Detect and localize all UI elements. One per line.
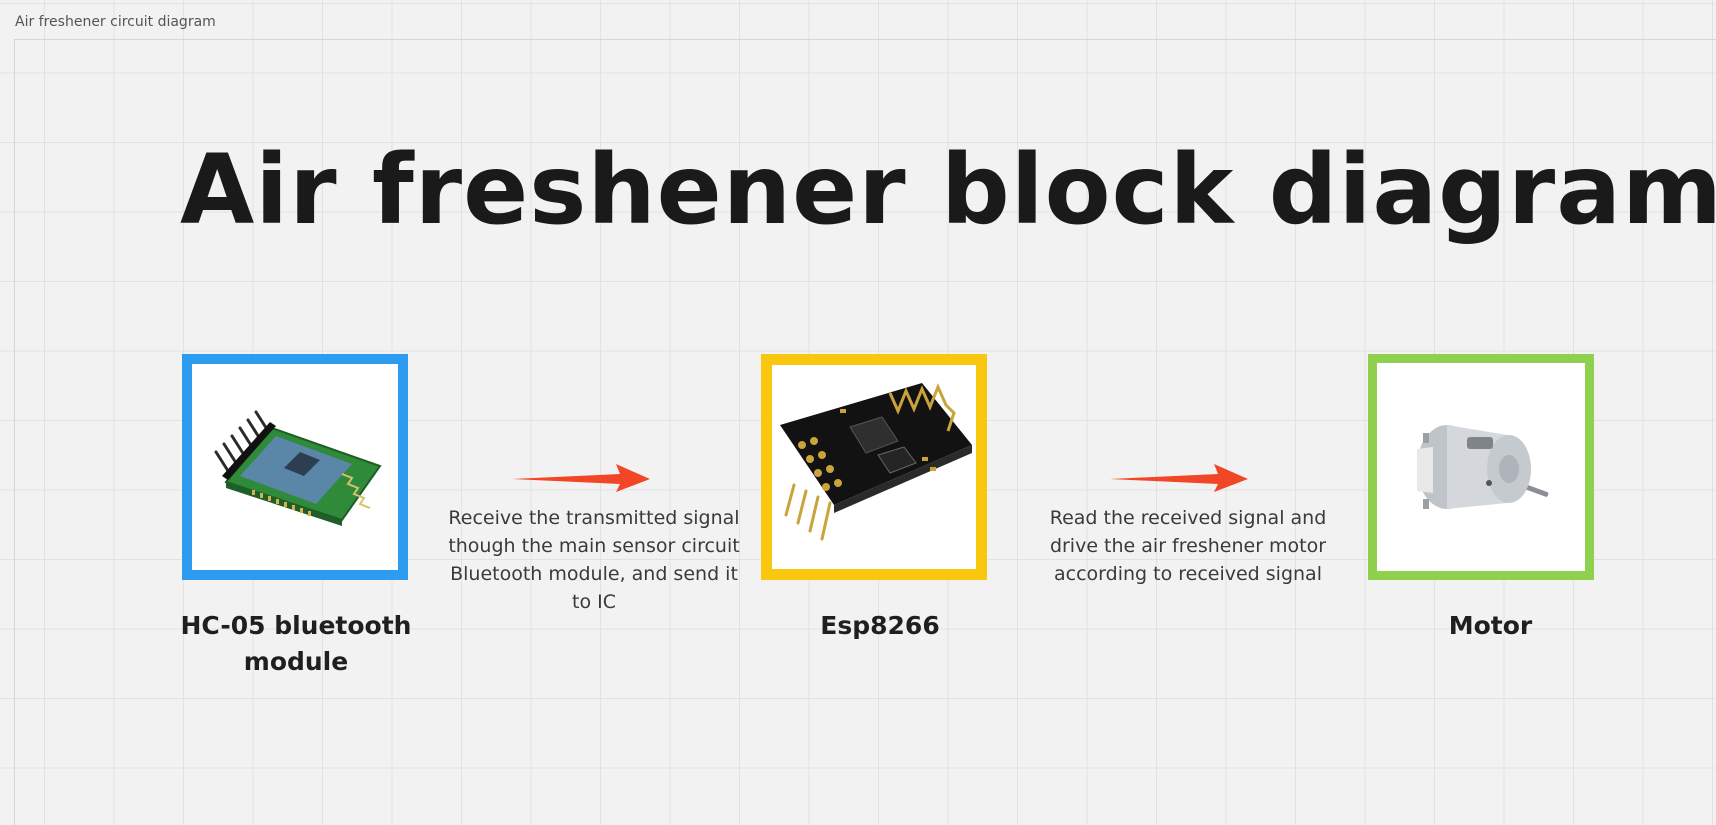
esp8266-module-image	[780, 383, 972, 541]
board-title[interactable]: Air freshener circuit diagram	[15, 14, 216, 30]
block-motor[interactable]	[1368, 354, 1594, 580]
dc-motor-image	[1417, 425, 1549, 509]
block-esp8266[interactable]	[761, 354, 987, 580]
connector-text-1[interactable]: Receive the transmitted signal though th…	[448, 507, 740, 613]
hc05-module-image	[214, 410, 382, 526]
frame-border-left	[14, 39, 15, 825]
connector-arrow-2[interactable]	[1110, 462, 1248, 494]
connector-text-2[interactable]: Read the received signal and drive the a…	[1049, 507, 1327, 585]
connector-arrow-1[interactable]	[512, 462, 650, 494]
block-hc05[interactable]	[182, 354, 408, 580]
block-label-motor[interactable]: Motor	[1448, 611, 1533, 640]
block-label-esp8266[interactable]: Esp8266	[820, 611, 940, 640]
frame-border-top	[14, 39, 1716, 40]
diagram-title[interactable]: Air freshener block diagram	[180, 134, 1716, 246]
block-label-hc05[interactable]: HC-05 bluetooth module	[180, 611, 412, 676]
